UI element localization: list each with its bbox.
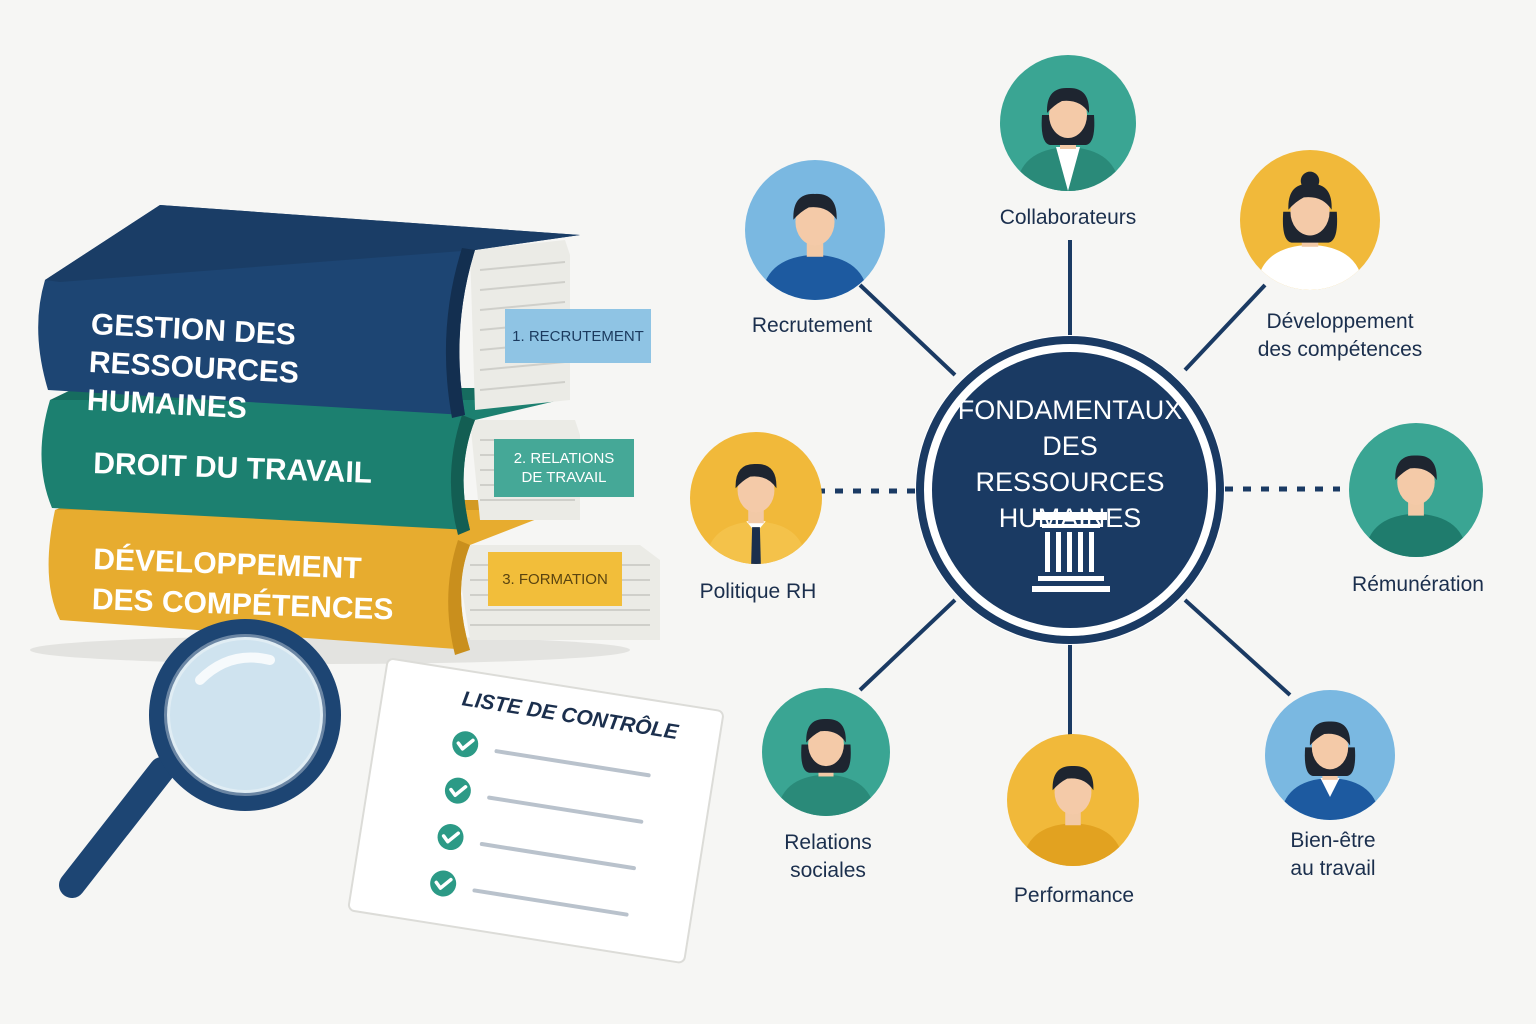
check-icon <box>452 731 651 778</box>
connector-lines <box>820 240 1340 735</box>
avatar-bien-etre <box>1265 690 1395 820</box>
avatar-relations-sociales <box>762 688 890 816</box>
tab-recrutement: 1. RECRUTEMENT <box>505 309 651 363</box>
avatar-collaborateurs <box>1000 55 1136 191</box>
magnifying-glass-icon <box>59 619 341 898</box>
tab-formation: 3. FORMATION <box>488 552 622 606</box>
tab-relations-de-travail: 2. RELATIONS DE TRAVAIL <box>494 439 634 497</box>
book-gestion-rh <box>38 205 580 418</box>
label-remuneration: Rémunération <box>1352 573 1484 596</box>
checklist-row <box>442 775 664 837</box>
label-politique-rh: Politique RH <box>699 580 817 603</box>
checklist-row <box>449 728 671 790</box>
checklist-row <box>427 867 649 929</box>
check-icon <box>437 824 636 871</box>
check-icon <box>444 777 644 824</box>
label-performance: Performance <box>1013 884 1135 907</box>
hub-circle <box>932 352 1208 628</box>
label-recrutement: Recrutement <box>751 314 873 337</box>
checklist-row <box>435 821 657 883</box>
hub-title: FONDAMENTAUX DES RESSOURCES HUMAINES <box>957 395 1183 533</box>
avatar-developpement <box>1240 150 1380 290</box>
check-icon <box>430 870 629 917</box>
avatar-remuneration <box>1349 423 1483 557</box>
avatar-recrutement <box>745 160 885 300</box>
avatar-politique-rh <box>690 432 822 564</box>
label-collaborateurs: Collaborateurs <box>999 206 1137 229</box>
pillar-icon <box>1032 512 1110 592</box>
checklist: LISTE DE CONTRÔLE <box>348 655 724 960</box>
hub-diagram <box>690 55 1483 866</box>
book-title-1: GESTION DES RESSOURCES HUMAINES <box>86 307 300 426</box>
avatar-performance <box>1007 734 1139 866</box>
book-title-3: DÉVELOPPEMENT DES COMPÉTENCES <box>91 542 395 627</box>
